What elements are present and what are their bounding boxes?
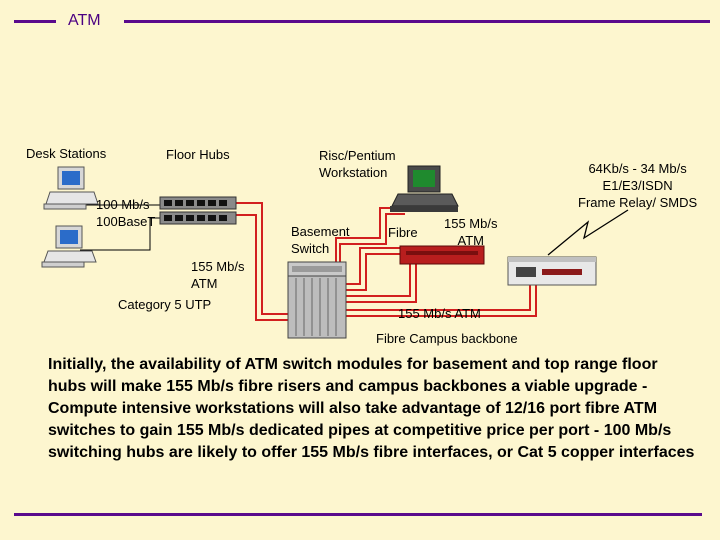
fibre-label: Fibre — [388, 225, 418, 240]
ws-link-2 — [339, 213, 405, 274]
desk-station-2-icon — [41, 225, 97, 268]
risc-workstation-icon — [390, 165, 459, 212]
basement-line-2: Switch — [291, 241, 330, 256]
slide-title: ATM — [68, 12, 101, 29]
fibre-links — [236, 202, 537, 321]
basement-switch-icon — [287, 261, 347, 339]
wan-line-1: 64Kb/s - 34 Mb/s — [588, 161, 687, 176]
floor-hubs-label: Floor Hubs — [166, 147, 230, 162]
riser-line-1: 155 Mb/s — [191, 259, 245, 274]
wan-link — [547, 209, 629, 256]
backbone-label: Fibre Campus backbone — [376, 331, 518, 346]
desk-cables — [80, 204, 160, 251]
basement-switch-label: Basement Switch — [291, 223, 350, 257]
title-rule-left — [14, 20, 56, 23]
wan-line-2: E1/E3/ISDN — [602, 178, 673, 193]
riser-link-1 — [236, 202, 300, 315]
backbone-link-1 — [346, 285, 531, 311]
risc-line-1: Risc/Pentium — [319, 148, 396, 163]
desk-cable-2 — [80, 217, 160, 251]
atm-switch-icon — [399, 245, 485, 265]
hub-speed-label: 100 Mb/s 100BaseT — [96, 196, 155, 230]
riser-atm-label: 155 Mb/s ATM — [191, 258, 244, 292]
cat5-label: Category 5 UTP — [118, 297, 212, 312]
ws-atm-line-1: 155 Mb/s — [444, 216, 498, 231]
risc-line-2: Workstation — [319, 165, 388, 180]
riser-link-2 — [236, 214, 300, 321]
wan-line-3: Frame Relay/ SMDS — [578, 195, 698, 210]
body-paragraph: Initially, the availability of ATM switc… — [48, 356, 695, 461]
risc-workstation-label: Risc/Pentium Workstation — [319, 147, 396, 181]
floor-hub-2-icon — [159, 211, 237, 225]
bottom-rule — [14, 513, 702, 516]
basement-line-1: Basement — [291, 224, 350, 239]
ws-atm-label: 155 Mb/s ATM — [444, 215, 497, 249]
ws-atm-line-2: ATM — [457, 233, 484, 248]
riser-line-2: ATM — [191, 276, 218, 291]
hub-speed-line-1: 100 Mb/s — [96, 197, 150, 212]
atm-link-1 — [346, 264, 411, 297]
backbone-link-2 — [346, 285, 537, 317]
floor-hub-1-icon — [159, 196, 237, 210]
backbone-speed-label: 155 Mb/s ATM — [398, 306, 481, 321]
desk-stations-label: Desk Stations — [26, 146, 107, 161]
hub-speed-line-2: 100BaseT — [96, 214, 156, 229]
backbone-router-icon — [507, 256, 597, 286]
ws-link-1 — [335, 207, 405, 274]
desk-station-1-icon — [43, 166, 99, 210]
atm-link-2 — [346, 264, 417, 303]
wan-label: 64Kb/s - 34 Mb/s E1/E3/ISDN Frame Relay/… — [578, 160, 697, 211]
title-rule-right — [124, 20, 710, 23]
